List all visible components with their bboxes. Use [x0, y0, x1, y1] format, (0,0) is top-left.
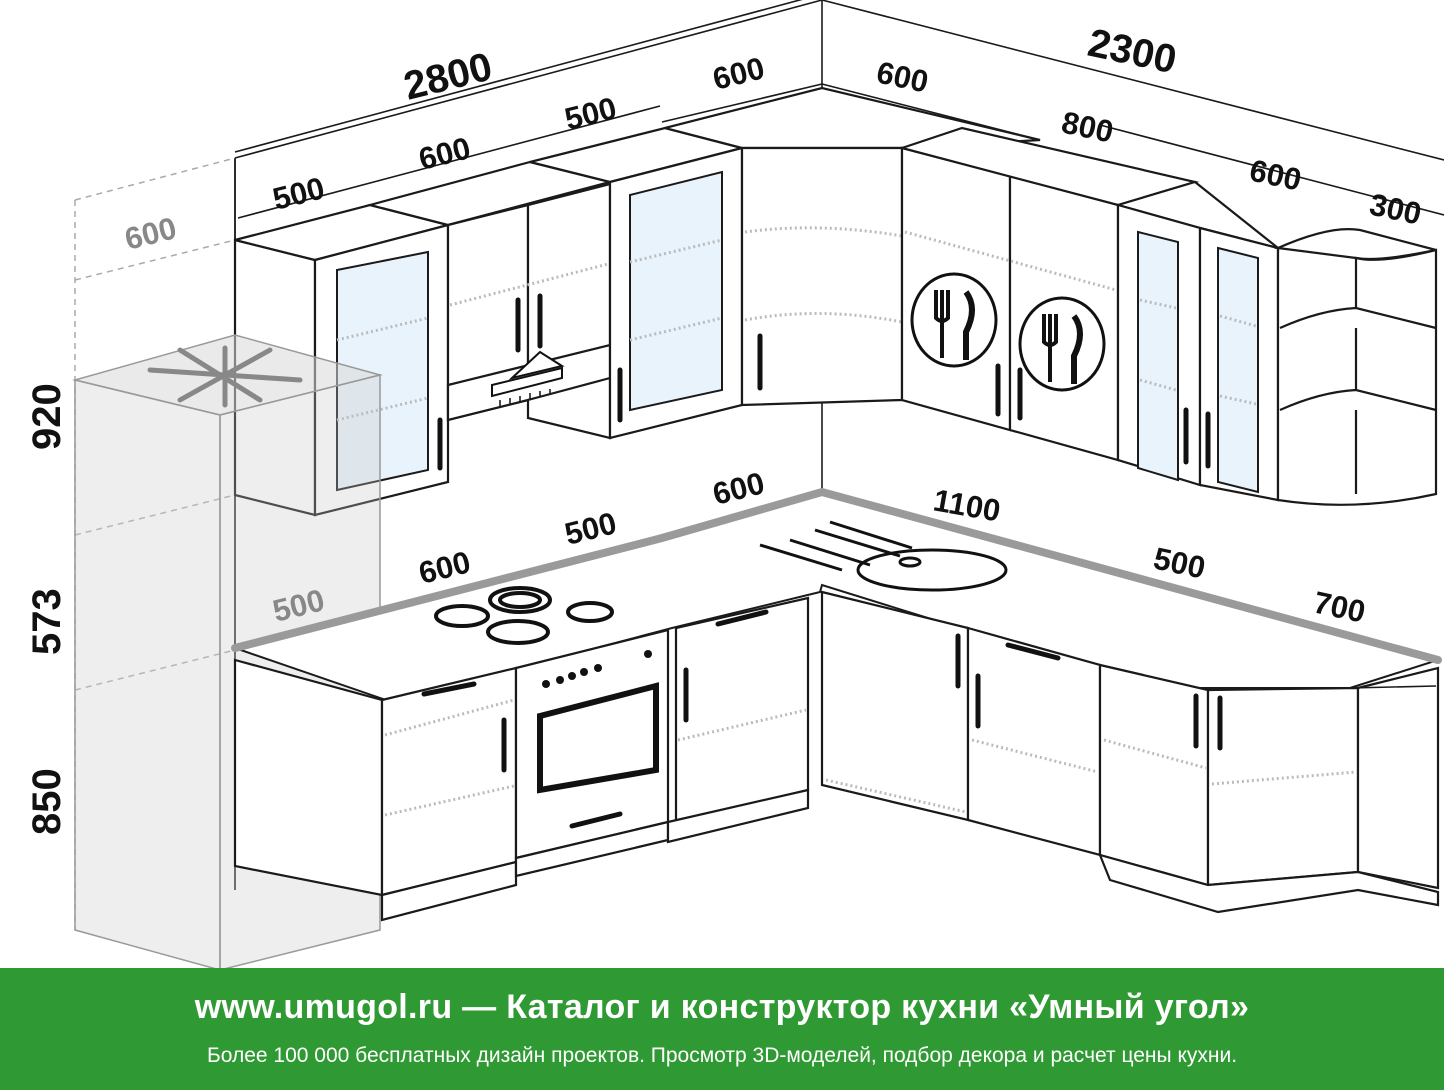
dim-lower-left-3: 500 — [561, 505, 620, 551]
dim-upper-left-2: 600 — [415, 130, 474, 176]
glass-door — [336, 250, 429, 492]
dim-fridge-depth: 600 — [121, 210, 180, 256]
dim-upper-right-2: 800 — [1059, 105, 1117, 150]
kitchen-diagram: 2800 2300 500 600 500 600 600 800 600 30… — [25, 0, 1444, 971]
dim-upper-right-4: 300 — [1367, 187, 1425, 232]
glass-door — [1137, 230, 1179, 482]
dim-upper-right-1: 600 — [874, 55, 932, 100]
hood-icon — [491, 350, 565, 406]
dim-upper-left-1: 500 — [269, 170, 328, 216]
footer-title[interactable]: www.umugol.ru — Каталог и конструктор ку… — [194, 988, 1250, 1026]
footer-subtitle: Более 100 000 бесплатных дизайн проектов… — [206, 1044, 1238, 1067]
dim-lower-right-3: 700 — [1311, 585, 1369, 630]
dim-height-backsplash: 573 — [25, 588, 69, 655]
upper-cabinets-right — [898, 126, 1438, 506]
footer-banner: www.umugol.ru — Каталог и конструктор ку… — [0, 968, 1444, 1090]
dim-overall-left: 2800 — [400, 45, 497, 109]
dim-lower-left-4: 600 — [709, 465, 768, 511]
snowflake-icon — [147, 345, 303, 408]
dim-upper-right-3: 600 — [1247, 153, 1305, 198]
cooktop-icon — [434, 586, 614, 645]
dim-upper-left-3: 500 — [561, 90, 620, 136]
sink-icon — [759, 520, 1008, 592]
cutlery-icon — [1018, 296, 1106, 392]
lower-cabinets-left — [233, 596, 810, 922]
dim-height-upper: 920 — [25, 383, 69, 450]
dim-lower-left-2: 600 — [415, 544, 474, 590]
cutlery-icon — [910, 272, 998, 368]
glass-door — [1217, 246, 1259, 494]
dim-overall-right: 2300 — [1084, 21, 1180, 83]
glass-door — [629, 170, 723, 412]
dim-lower-right-2: 500 — [1151, 541, 1209, 586]
dim-height-lower: 850 — [25, 768, 69, 835]
lower-cabinets-right — [820, 590, 1440, 914]
oven-icon — [537, 650, 659, 829]
dim-upper-left-4: 600 — [709, 50, 768, 96]
kitchen-drawing: 2800 2300 500 600 500 600 600 800 600 30… — [25, 0, 1444, 971]
